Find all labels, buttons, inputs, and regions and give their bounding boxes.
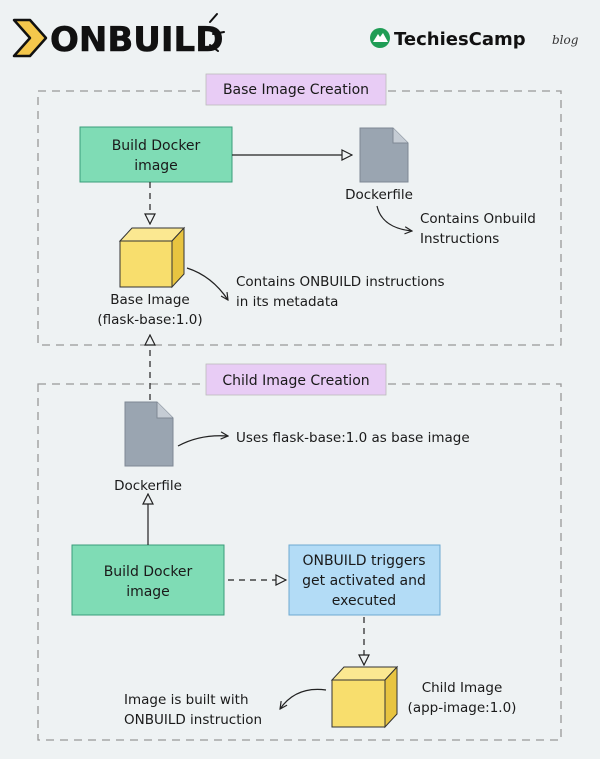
trigger-box [288, 544, 441, 616]
base-image-label-2: (flask-base:1.0) [97, 312, 202, 328]
child-section-label-bg [205, 363, 387, 396]
base-dockerfile-note-1: Contains Onbuild [420, 211, 536, 227]
base-dockerfile-label: Dockerfile [345, 187, 413, 203]
child-build-line-1: Build Docker [104, 564, 193, 580]
arrow-dockerfile-note-child [177, 436, 228, 447]
base-build-line-1: Build Docker [112, 138, 201, 154]
child-section-title: Child Image Creation [222, 373, 369, 389]
chevron-icon [12, 18, 48, 58]
arrow-child-image-note [280, 688, 327, 709]
trigger-line-1: ONBUILD triggers [302, 553, 425, 569]
base-section-frame [37, 90, 562, 346]
child-build-box [71, 544, 225, 616]
base-image-note-2: in its metadata [236, 294, 338, 310]
child-image-note-2: ONBUILD instruction [124, 712, 262, 728]
child-section-frame [37, 383, 562, 741]
base-image-note-1: Contains ONBUILD instructions [236, 274, 445, 290]
base-section-title: Base Image Creation [223, 82, 369, 98]
sparkle-icon [209, 13, 225, 52]
trigger-line-3: executed [332, 593, 396, 609]
brand-suffix: blog [552, 33, 579, 47]
arrow-base-image-note [186, 267, 228, 300]
brand-logo-icon [370, 28, 390, 48]
base-build-box [79, 126, 233, 183]
brand-name: TechiesCamp [394, 29, 526, 50]
base-dockerfile-icon [359, 127, 409, 183]
logo-text: ONBUILD [50, 20, 223, 60]
child-dockerfile-note: Uses flask-base:1.0 as base image [236, 430, 470, 446]
child-image-cube-icon [330, 665, 399, 729]
base-section-label-bg [205, 73, 387, 106]
brand: TechiesCamp blog [370, 28, 579, 50]
base-image-cube-icon [118, 226, 186, 289]
base-build-line-2: image [134, 158, 178, 174]
child-image-label-1: Child Image [422, 680, 503, 696]
child-dockerfile-label: Dockerfile [114, 478, 182, 494]
base-dockerfile-note-2: Instructions [420, 231, 499, 247]
child-dockerfile-icon [124, 401, 174, 467]
arrow-dockerfile-note [376, 205, 412, 231]
child-image-label-2: (app-image:1.0) [408, 700, 517, 716]
trigger-line-2: get activated and [302, 573, 426, 589]
onbuild-logo: ONBUILD [12, 13, 225, 60]
child-image-note-1: Image is built with [124, 692, 249, 708]
child-build-line-2: image [126, 584, 170, 600]
base-image-label-1: Base Image [110, 292, 189, 308]
